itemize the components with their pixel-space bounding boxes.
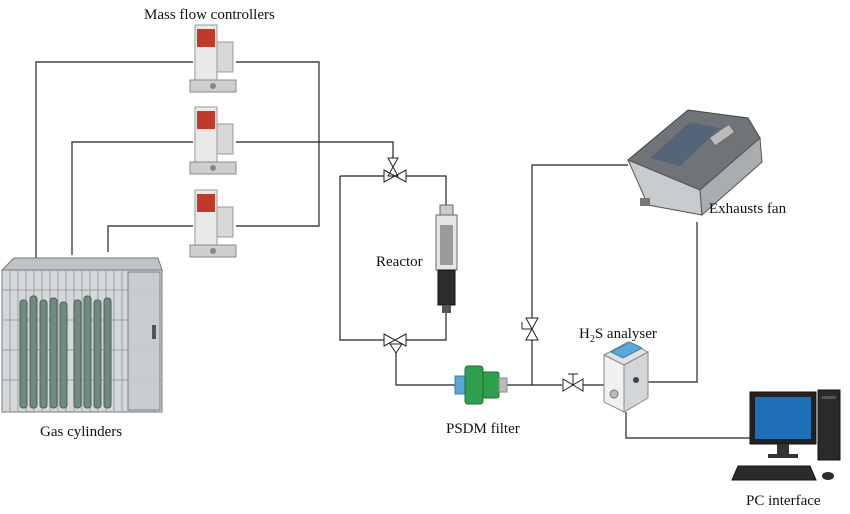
reactor-column	[435, 204, 458, 313]
label-h2s-subscript: 2	[589, 334, 595, 345]
valve-top	[383, 157, 407, 183]
label-exhausts-fan: Exhausts fan	[709, 201, 787, 217]
mass-flow-controller-1	[189, 24, 237, 93]
label-mass-flow-controllers: Mass flow controllers	[144, 7, 275, 23]
exhaust-fan-hood	[627, 109, 763, 217]
valve-analyser	[562, 373, 584, 392]
h2s-analyser	[602, 341, 650, 413]
psdm-filter	[454, 365, 508, 405]
label-psdm-filter: PSDM filter	[446, 421, 520, 437]
label-pc-interface: PC interface	[746, 493, 821, 509]
label-reactor: Reactor	[376, 254, 423, 270]
mass-flow-controller-3	[189, 189, 237, 258]
pipe-lines	[35, 61, 750, 439]
label-h2s-analyser: H2S analyser	[579, 326, 657, 345]
gas-cylinder-cage	[0, 257, 163, 413]
label-h2s-suffix: S analyser	[594, 326, 657, 342]
valve-bottom	[383, 333, 407, 354]
label-h2s-prefix: H	[579, 326, 590, 342]
mass-flow-controller-2	[189, 106, 237, 175]
label-gas-cylinders: Gas cylinders	[40, 424, 123, 440]
pc-workstation	[731, 389, 841, 481]
valve-bypass	[521, 317, 539, 341]
